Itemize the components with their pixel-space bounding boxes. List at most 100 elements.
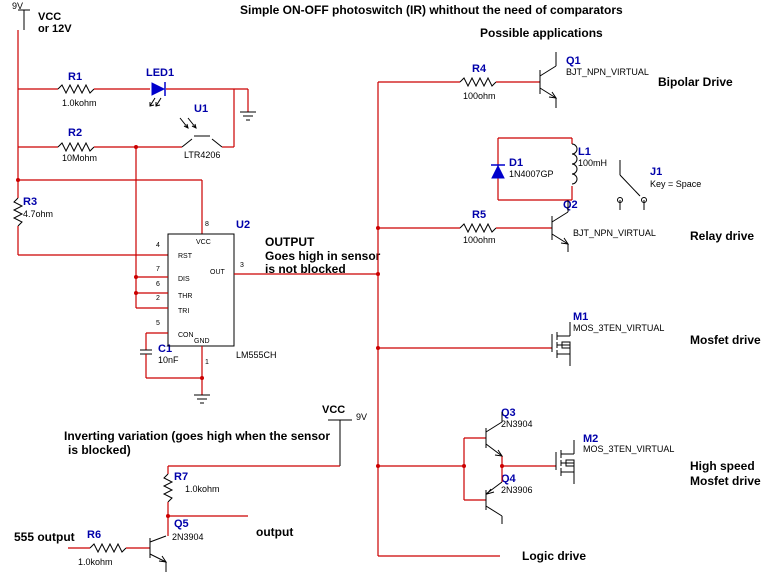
u1-ref: U1 bbox=[194, 103, 208, 115]
r3-to-555 bbox=[18, 179, 203, 256]
u2-pinno-1: 1 bbox=[205, 359, 209, 366]
output-note-line2: Goes high in sensor bbox=[265, 249, 381, 263]
j1-value: Key = Space bbox=[650, 179, 701, 189]
j1-ref: J1 bbox=[650, 166, 662, 178]
q2-value: BJT_NPN_VIRTUAL bbox=[573, 228, 656, 238]
app-bipolar-label: Bipolar Drive bbox=[658, 75, 733, 89]
q3-value: 2N3904 bbox=[501, 419, 533, 429]
r7-ref: R7 bbox=[174, 471, 188, 483]
m1-ref: M1 bbox=[573, 311, 588, 323]
inverting-vcc-voltage: 9V bbox=[356, 412, 367, 422]
r2-value: 10Mohm bbox=[62, 153, 97, 163]
app-relay-label: Relay drive bbox=[690, 229, 754, 243]
j1-switch bbox=[617, 160, 647, 210]
r5-ref: R5 bbox=[472, 209, 486, 221]
q4-ref: Q4 bbox=[501, 473, 517, 485]
c1-ref: C1 bbox=[158, 343, 172, 355]
r6-ref: R6 bbox=[87, 529, 101, 541]
l1-inductor bbox=[571, 143, 578, 185]
q4-transistor bbox=[485, 481, 503, 524]
u2-pinno-3: 3 bbox=[240, 262, 244, 269]
u2-pin-gnd: GND bbox=[194, 338, 210, 345]
q2-transistor bbox=[551, 200, 570, 252]
u2-value: LM555CH bbox=[236, 350, 277, 360]
u2-pinno-5: 5 bbox=[156, 320, 160, 327]
u2-pinno-7: 7 bbox=[156, 266, 160, 273]
q5-ref: Q5 bbox=[174, 518, 189, 530]
q2-ref: Q2 bbox=[563, 199, 578, 211]
output-bus bbox=[376, 81, 500, 557]
q5-value: 2N3904 bbox=[172, 532, 204, 542]
u2-pin-out: OUT bbox=[210, 269, 226, 276]
app-mosfet-label: Mosfet drive bbox=[690, 333, 761, 347]
output-note-line3: is not blocked bbox=[265, 262, 346, 276]
c1-value: 10nF bbox=[158, 355, 179, 365]
inverting-vcc-label: VCC bbox=[322, 404, 345, 416]
inverting-note-line2: is blocked) bbox=[68, 443, 131, 457]
u2-pinno-6: 6 bbox=[156, 281, 160, 288]
app-highspeed-line2: Mosfet drive bbox=[690, 474, 761, 488]
r3-ref: R3 bbox=[23, 196, 37, 208]
vcc-rail bbox=[17, 9, 30, 190]
r7-value: 1.0kohm bbox=[185, 484, 220, 494]
m2-mosfet bbox=[555, 440, 575, 484]
q1-transistor bbox=[539, 52, 558, 108]
u2-pin-vcc: VCC bbox=[196, 239, 211, 246]
u2-wiring bbox=[134, 147, 378, 404]
r2-ref: R2 bbox=[68, 127, 82, 139]
inverting-input-label: 555 output bbox=[14, 530, 75, 544]
r6-value: 1.0kohm bbox=[78, 557, 113, 567]
supply-voltage: 9V bbox=[12, 1, 23, 11]
q3-ref: Q3 bbox=[501, 407, 516, 419]
u2-ref: U2 bbox=[236, 219, 250, 231]
output-note-title: OUTPUT bbox=[265, 235, 315, 249]
inverting-note-line1: Inverting variation (goes high when the … bbox=[64, 429, 330, 443]
r1-ref: R1 bbox=[68, 71, 82, 83]
supply-vcc-label: VCC bbox=[38, 11, 61, 23]
u2-pinno-2: 2 bbox=[156, 295, 160, 302]
q1-ref: Q1 bbox=[566, 55, 581, 67]
m2-value: MOS_3TEN_VIRTUAL bbox=[583, 444, 674, 454]
r1-value: 1.0kohm bbox=[62, 98, 97, 108]
applications-header: Possible applications bbox=[480, 26, 603, 40]
q1-value: BJT_NPN_VIRTUAL bbox=[566, 67, 649, 77]
app-logic-label: Logic drive bbox=[522, 549, 586, 563]
led1-ref: LED1 bbox=[146, 67, 174, 79]
l1-ref: L1 bbox=[578, 146, 591, 158]
r1-resistor bbox=[18, 83, 150, 95]
m1-mosfet bbox=[378, 322, 571, 366]
d1-value: 1N4007GP bbox=[509, 169, 554, 179]
r3-value: 4.7ohm bbox=[23, 209, 53, 219]
u2-pin-tri: TRI bbox=[178, 308, 189, 315]
m2-ref: M2 bbox=[583, 433, 598, 445]
u2-pinno-4: 4 bbox=[156, 242, 160, 249]
r5-resistor bbox=[378, 222, 552, 234]
l1-value: 100mH bbox=[578, 158, 607, 168]
u2-pin-rst: RST bbox=[178, 253, 193, 260]
u2-pin-dis: DIS bbox=[178, 276, 190, 283]
r4-resistor bbox=[459, 76, 540, 88]
supply-alt-label: or 12V bbox=[38, 23, 72, 35]
schematic-title: Simple ON-OFF photoswitch (IR) whithout … bbox=[240, 3, 623, 17]
d1-ref: D1 bbox=[509, 157, 523, 169]
u2-555-timer: VCC RST DIS THR TRI CON GND OUT 8 4 7 6 … bbox=[156, 221, 244, 366]
r6-resistor bbox=[68, 542, 150, 554]
u2-pin-con: CON bbox=[178, 332, 194, 339]
led-ground-path bbox=[166, 88, 256, 121]
q4-value: 2N3906 bbox=[501, 485, 533, 495]
inverting-vcc bbox=[168, 419, 352, 467]
r5-value: 100ohm bbox=[463, 235, 496, 245]
q3-transistor bbox=[485, 412, 504, 457]
totem-pole-driver bbox=[378, 437, 556, 501]
app-highspeed-line1: High speed bbox=[690, 459, 755, 473]
u1-phototransistor bbox=[179, 89, 235, 148]
led1-diode bbox=[149, 82, 166, 107]
r4-ref: R4 bbox=[472, 63, 487, 75]
q5-transistor bbox=[149, 535, 168, 572]
inverting-output-label: output bbox=[256, 525, 293, 539]
d1-diode bbox=[491, 164, 505, 179]
r7-resistor bbox=[162, 466, 248, 536]
m1-value: MOS_3TEN_VIRTUAL bbox=[573, 323, 664, 333]
